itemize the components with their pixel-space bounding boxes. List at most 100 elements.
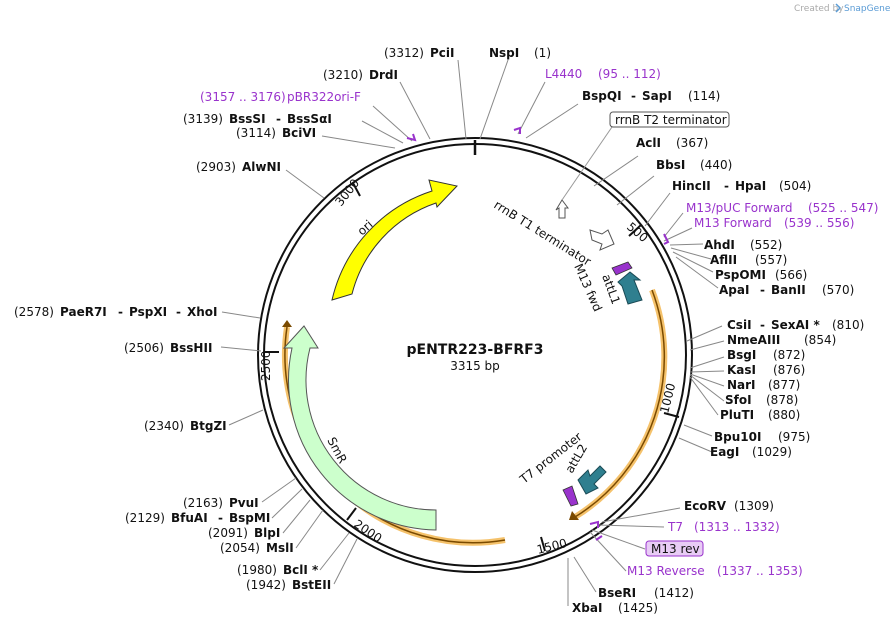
pluti-site[interactable]: PluTI bbox=[720, 408, 754, 422]
bsshii-site[interactable]: BssHII bbox=[170, 341, 212, 355]
bseri-pos: (1412) bbox=[654, 586, 694, 600]
hincii-site[interactable]: HincII bbox=[672, 179, 711, 193]
bfuai-sep: - bbox=[218, 511, 223, 525]
nspi-site[interactable]: NspI bbox=[489, 46, 519, 60]
m13-rev-box[interactable] bbox=[645, 540, 704, 557]
pspomi-site[interactable]: PspOMI bbox=[715, 268, 766, 282]
alwni-site[interactable]: AlwNI bbox=[242, 160, 281, 174]
hpai-site[interactable]: HpaI bbox=[735, 179, 766, 193]
xhoi-site[interactable]: XhoI bbox=[187, 305, 218, 319]
m13-fwd-primer-arrow[interactable] bbox=[611, 261, 633, 276]
ori-feature-arrow[interactable] bbox=[331, 179, 458, 301]
tick-2000 bbox=[346, 507, 357, 521]
nari-site[interactable]: NarI bbox=[727, 378, 756, 392]
bseri-site[interactable]: BseRI bbox=[598, 586, 636, 600]
apai-sep: - bbox=[760, 283, 765, 297]
bpu10i-pos: (975) bbox=[778, 430, 810, 444]
xbai-site[interactable]: XbaI bbox=[572, 601, 602, 615]
l4440-range: (95 .. 112) bbox=[598, 67, 661, 81]
rrnb-t1-terminator-arrow[interactable] bbox=[589, 229, 615, 251]
btgzi-site[interactable]: BtgZI bbox=[190, 419, 227, 433]
apai-pos: (570) bbox=[822, 283, 854, 297]
m13-reverse-range: (1337 .. 1353) bbox=[717, 564, 803, 578]
nari-pos: (877) bbox=[768, 378, 800, 392]
primer-site-marks bbox=[406, 126, 670, 541]
acli-site[interactable]: AclI bbox=[636, 136, 661, 150]
tick-1500 bbox=[540, 536, 546, 552]
t7-range: (1313 .. 1332) bbox=[694, 520, 780, 534]
l4440-primer[interactable]: L4440 bbox=[545, 67, 582, 81]
msli-site[interactable]: MslI bbox=[266, 541, 294, 555]
drdi-site[interactable]: DrdI bbox=[369, 68, 398, 82]
snapgene-logo-icon bbox=[835, 3, 842, 13]
bspqi-site[interactable]: BspQI bbox=[582, 89, 622, 103]
m13-fwd-label: M13 fwd bbox=[571, 262, 604, 314]
orange-band-right-core bbox=[574, 289, 666, 518]
bfuai-site[interactable]: BfuAI bbox=[171, 511, 208, 525]
csii-pos: (810) bbox=[832, 318, 864, 332]
attl2-feature-arrow[interactable] bbox=[577, 465, 607, 495]
bsssai-site[interactable]: BssSαI bbox=[287, 112, 332, 126]
smr-feature-arrow[interactable] bbox=[282, 325, 437, 531]
apai-site[interactable]: ApaI bbox=[719, 283, 749, 297]
sfoi-site[interactable]: SfoI bbox=[725, 393, 752, 407]
m13-forward-range: (539 .. 556) bbox=[784, 216, 854, 230]
pluti-pos: (880) bbox=[768, 408, 800, 422]
sexai-site[interactable]: SexAI * bbox=[771, 318, 820, 332]
aflii-site[interactable]: AflII bbox=[710, 253, 737, 267]
tick-3000 bbox=[352, 182, 361, 197]
bsshii-pos: (2506) bbox=[124, 341, 164, 355]
m13-forward-primer[interactable]: M13 Forward bbox=[694, 216, 772, 230]
bbsi-site[interactable]: BbsI bbox=[656, 158, 685, 172]
leader-lines bbox=[220, 59, 725, 606]
blpi-site[interactable]: BlpI bbox=[254, 526, 280, 540]
bcli-site[interactable]: BclI * bbox=[283, 563, 319, 577]
alwni-pos: (2903) bbox=[196, 160, 236, 174]
rrnb-t2-terminator-box[interactable] bbox=[609, 111, 730, 128]
eagi-site[interactable]: EagI bbox=[710, 445, 739, 459]
tick-1000 bbox=[663, 412, 680, 418]
pspxi-site[interactable]: PspXI bbox=[129, 305, 167, 319]
hincii-sep: - bbox=[724, 179, 729, 193]
bsteii-pos: (1942) bbox=[246, 578, 286, 592]
pcii-site[interactable]: PciI bbox=[430, 46, 455, 60]
nmeaiii-site[interactable]: NmeAIII bbox=[727, 333, 780, 347]
t7-primer[interactable]: T7 bbox=[667, 520, 683, 534]
banii-site[interactable]: BanII bbox=[771, 283, 806, 297]
xbai-pos: (1425) bbox=[618, 601, 658, 615]
rrnb-t2-terminator-arrow[interactable] bbox=[555, 199, 569, 219]
bsteii-site[interactable]: BstEII bbox=[292, 578, 331, 592]
bcivi-site[interactable]: BciVI bbox=[282, 126, 316, 140]
ecorv-pos: (1309) bbox=[734, 499, 774, 513]
plasmid-name: pENTR223-BFRF3 bbox=[407, 342, 544, 358]
aflii-pos: (557) bbox=[755, 253, 787, 267]
bsssi-site[interactable]: BssSI bbox=[229, 112, 266, 126]
paer7i-sep2: - bbox=[176, 305, 181, 319]
m13-puc-forward-range: (525 .. 547) bbox=[808, 201, 878, 215]
paer7i-pos: (2578) bbox=[14, 305, 54, 319]
paer7i-site[interactable]: PaeR7I bbox=[60, 305, 107, 319]
bsgi-site[interactable]: BsgI bbox=[727, 348, 756, 362]
m13-reverse-primer[interactable]: M13 Reverse bbox=[627, 564, 705, 578]
bpu10i-site[interactable]: Bpu10I bbox=[714, 430, 761, 444]
ahdi-site[interactable]: AhdI bbox=[704, 238, 735, 252]
backbone-outer-ring[interactable] bbox=[257, 137, 693, 573]
hincii-pos: (504) bbox=[779, 179, 811, 193]
pvui-site[interactable]: PvuI bbox=[229, 496, 259, 510]
t7-promoter-arrow[interactable] bbox=[562, 485, 579, 507]
m13-puc-forward-primer[interactable]: M13/pUC Forward bbox=[686, 201, 793, 215]
csii-site[interactable]: CsiI bbox=[727, 318, 752, 332]
bspmi-site[interactable]: BspMI bbox=[229, 511, 270, 525]
kasi-site[interactable]: KasI bbox=[727, 363, 756, 377]
sapi-site[interactable]: SapI bbox=[642, 89, 672, 103]
bsssi-sep: - bbox=[276, 112, 281, 126]
ecorv-site[interactable]: EcoRV bbox=[684, 499, 727, 513]
blpi-pos: (2091) bbox=[208, 526, 248, 540]
btgzi-pos: (2340) bbox=[144, 419, 184, 433]
orange-band-left-arrow-icon bbox=[282, 320, 292, 327]
pbr322ori-primer[interactable]: pBR322ori-F bbox=[287, 90, 361, 104]
bbsi-pos: (440) bbox=[700, 158, 732, 172]
attl1-feature-arrow[interactable] bbox=[617, 271, 643, 305]
